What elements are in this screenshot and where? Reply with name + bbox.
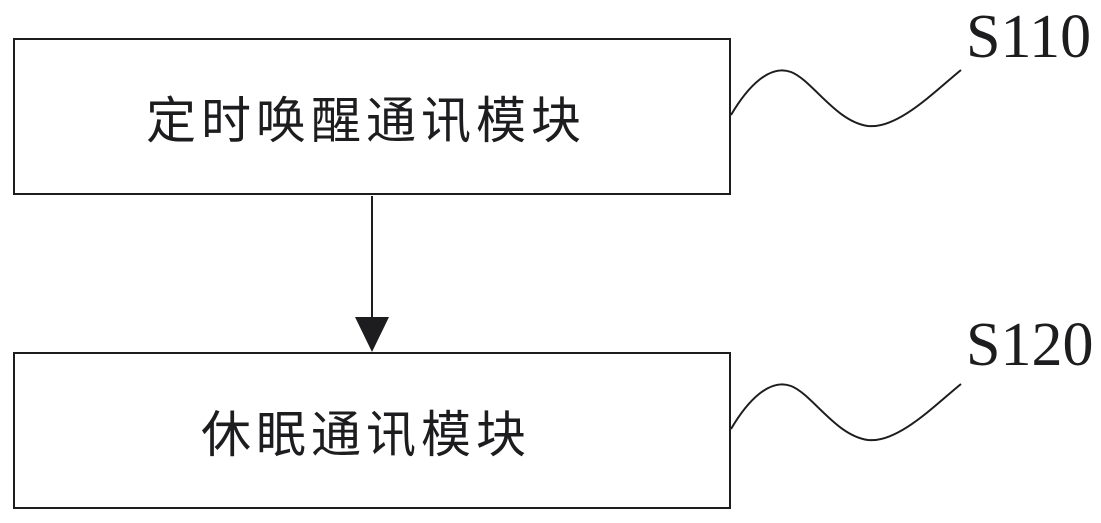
step-box-wake-module: 定时唤醒通讯模块 [13, 38, 731, 195]
step-tag-s110: S110 [966, 3, 1092, 71]
step-tag-s120: S120 [966, 311, 1094, 379]
wavy-line-s110-icon [730, 69, 962, 128]
arrowhead-icon [355, 317, 389, 352]
step-label-sleep-module: 休眠通讯模块 [201, 406, 531, 463]
step-box-sleep-module: 休眠通讯模块 [13, 352, 731, 509]
step-label-wake-module: 定时唤醒通讯模块 [146, 92, 586, 149]
wavy-line-s120-icon [730, 383, 962, 442]
